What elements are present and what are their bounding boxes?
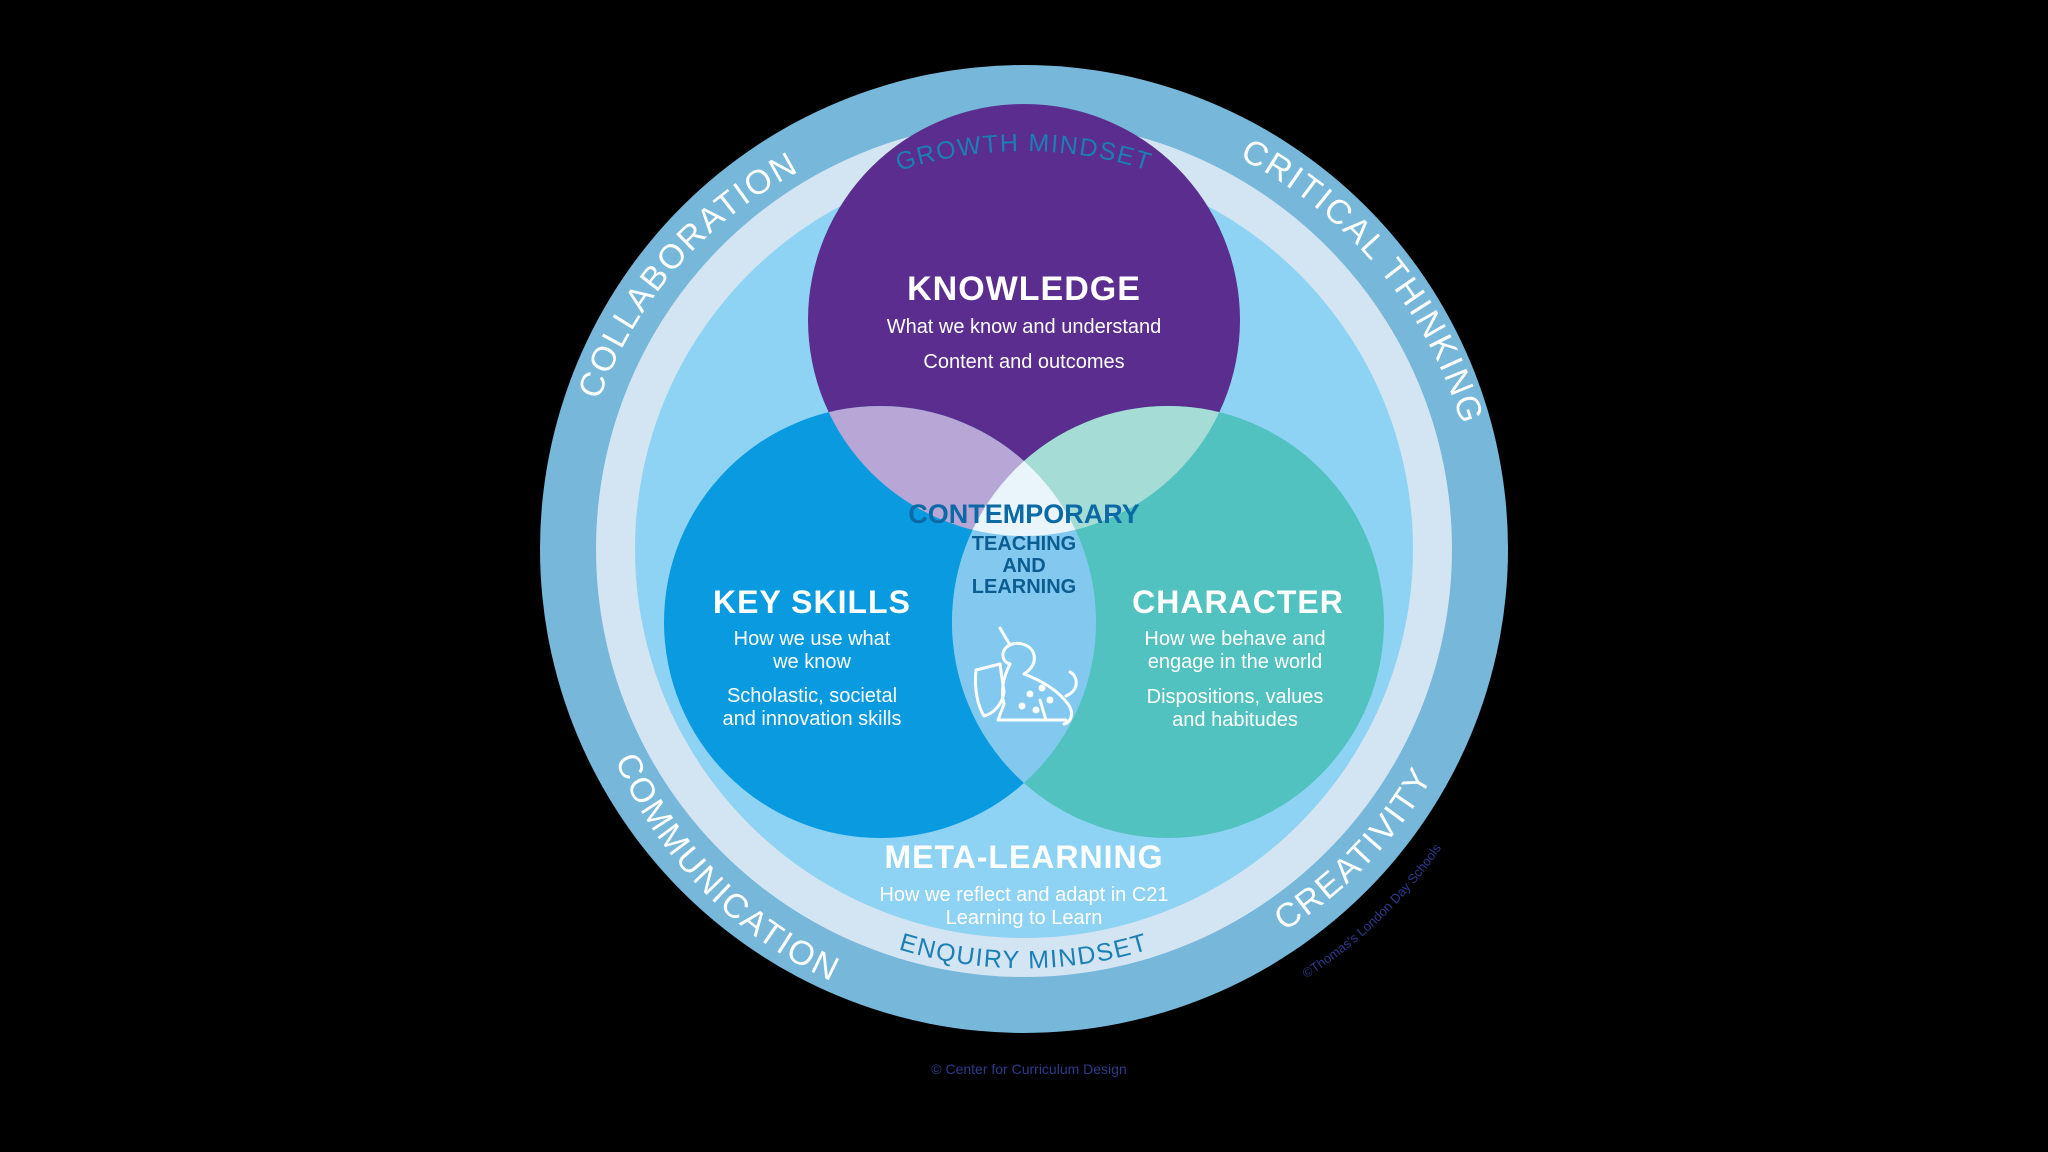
center-line3: LEARNING bbox=[972, 576, 1076, 598]
character-line2: engage in the world bbox=[1148, 651, 1323, 673]
knowledge-line1: What we know and understand bbox=[887, 316, 1162, 338]
triple-overlap bbox=[952, 406, 1096, 536]
character-line4: and habitudes bbox=[1172, 709, 1298, 731]
unicorn-crest-icon bbox=[974, 626, 1078, 726]
character-title: CHARACTER bbox=[1132, 584, 1344, 620]
character-line1: How we behave and bbox=[1144, 628, 1325, 650]
knowledge-title: KNOWLEDGE bbox=[907, 270, 1141, 308]
knowledge-line2: Content and outcomes bbox=[923, 351, 1124, 373]
contemporary-title: CONTEMPORARY bbox=[908, 499, 1140, 529]
meta-learning-line1: How we reflect and adapt in C21 bbox=[879, 884, 1168, 906]
key-skills-line1: How we use what bbox=[734, 628, 891, 650]
key-skills-line3: Scholastic, societal bbox=[727, 685, 897, 707]
meta-learning-line2: Learning to Learn bbox=[946, 907, 1103, 929]
character-line3: Dispositions, values bbox=[1147, 686, 1324, 708]
key-skills-line2: we know bbox=[772, 651, 851, 673]
key-skills-title: KEY SKILLS bbox=[713, 584, 911, 620]
center-line1: TEACHING bbox=[972, 533, 1076, 555]
key-skills-line4: and innovation skills bbox=[723, 708, 902, 730]
meta-learning-title: META-LEARNING bbox=[884, 839, 1163, 875]
center-line2: AND bbox=[1002, 555, 1045, 577]
bottom-copyright: © Center for Curriculum Design bbox=[931, 1061, 1127, 1077]
